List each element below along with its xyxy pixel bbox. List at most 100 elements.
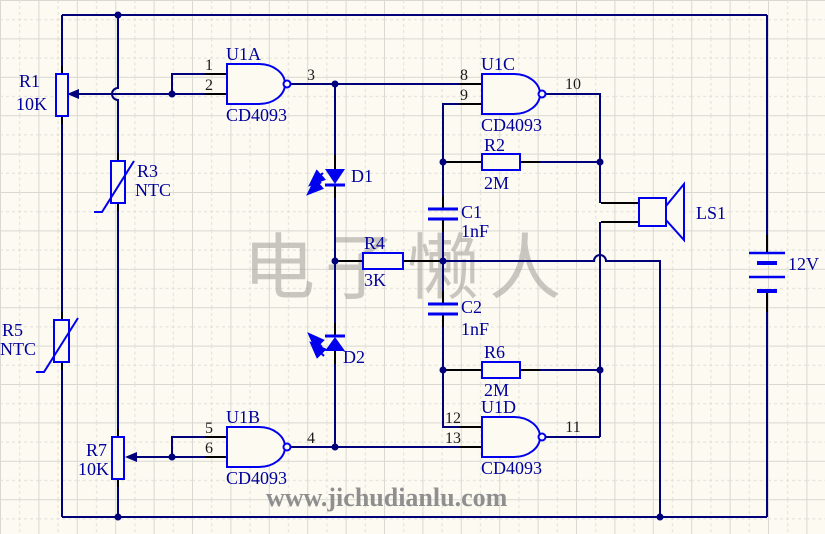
- watermark-site-url: www.jichudianlu.com: [266, 483, 508, 512]
- u1a-gate-body-icon: [226, 63, 286, 105]
- c1-plates: [428, 207, 458, 221]
- u1d-ref-label: U1D: [481, 397, 516, 417]
- pot-ntc-pin-stubs: [61, 66, 119, 487]
- r2-ref-label: R2: [484, 135, 505, 155]
- u1a-pin1-loop-wire: [171, 73, 205, 94]
- u1b-pin5-loop-wire: [171, 436, 205, 457]
- u1b-pin4-number: 4: [307, 430, 315, 447]
- r5-body: [53, 319, 70, 363]
- r6-ref-label: R6: [484, 342, 505, 362]
- u1b-ref-label: U1B: [226, 407, 260, 427]
- d1-ray2-icon: [306, 178, 325, 196]
- capacitor-c2: C2 1nF: [428, 297, 489, 339]
- c2-value-label: 1nF: [461, 319, 489, 339]
- u1a-pin3-number: 3: [307, 67, 315, 84]
- battery-value-label: 12V: [788, 254, 819, 274]
- battery-short-plates: [757, 261, 777, 293]
- u1c-pin9-number: 9: [460, 87, 468, 104]
- ls1-ref-label: LS1: [696, 203, 726, 223]
- battery-12v: 12V: [749, 251, 819, 293]
- gate-u1b: U1B CD4093 5 6 4: [205, 407, 315, 488]
- r1-value-label: 10K: [16, 94, 47, 114]
- u1a-pin2-number: 2: [205, 77, 213, 94]
- c1-value-label: 1nF: [461, 221, 489, 241]
- thermistor-r3: R3 NTC: [94, 160, 171, 213]
- r1-ref-label: R1: [19, 71, 40, 91]
- potentiometer-r1: R1 10K: [16, 71, 69, 117]
- u1a-invert-bubble-icon: [282, 79, 292, 89]
- u1c-part-label: CD4093: [481, 115, 542, 135]
- led-d1: D1: [306, 166, 373, 196]
- u1a-ref-label: U1A: [226, 44, 261, 64]
- resistor-r2: R2 2M: [481, 135, 521, 193]
- r3-ref-label: R3: [137, 161, 158, 181]
- c2-plates: [428, 302, 458, 316]
- r7-value-label: 10K: [78, 459, 109, 479]
- u1a-input-wires: [67, 73, 205, 99]
- r4-value-label: 3K: [364, 270, 386, 290]
- speaker-pin-stubs: [601, 202, 639, 223]
- u1c-invert-bubble-icon: [537, 89, 547, 99]
- u1d-pin13-number: 13: [445, 430, 461, 447]
- watermark-logo-text: 电子懒人: [243, 226, 571, 310]
- u1b-pin6-number: 6: [205, 440, 213, 457]
- thermistor-r5: R5 NTC: [0, 317, 79, 373]
- u1c-pin10-number: 10: [565, 76, 581, 93]
- c1-ref-label: C1: [461, 202, 482, 222]
- led-d2: D2: [307, 332, 365, 367]
- speaker-ls1: LS1: [638, 181, 726, 243]
- r7-body: [111, 436, 125, 480]
- u1a-pin1-number: 1: [205, 57, 213, 74]
- u1d-gate-body-icon: [481, 416, 541, 458]
- u1d-invert-bubble-icon: [537, 432, 547, 442]
- u1b-invert-bubble-icon: [282, 442, 292, 452]
- r6-body: [481, 361, 521, 379]
- r5-ntc-stroke-icon: [36, 317, 79, 373]
- ls1-horn-icon: [665, 181, 685, 243]
- u1c-pin8-number: 8: [460, 67, 468, 84]
- u1d-pin12-number: 12: [445, 410, 461, 427]
- net-pin10-wire: [546, 93, 601, 203]
- r3-value-label: NTC: [135, 180, 171, 200]
- d2-ray2-icon: [309, 341, 327, 359]
- r1-body: [55, 73, 69, 117]
- u1b-gate-body-icon: [226, 426, 286, 468]
- battery-long-plates: [749, 251, 785, 279]
- u1c-ref-label: U1C: [481, 54, 515, 74]
- d2-triangle: [325, 337, 345, 351]
- potentiometer-r7: R7 10K: [78, 436, 125, 480]
- r4-body: [362, 252, 404, 270]
- u1b-pin5-number: 5: [205, 420, 213, 437]
- r3-ntc-stroke-icon: [94, 160, 135, 213]
- d1-ref-label: D1: [351, 166, 373, 186]
- gate-u1d: U1D CD4093 12 13 11: [445, 397, 581, 478]
- pin-stubs: [61, 66, 768, 487]
- u1a-part-label: CD4093: [226, 105, 287, 125]
- r7-wiper-arrow-icon: [125, 452, 137, 462]
- r1-wiper-arrow-icon: [67, 89, 79, 99]
- r3-body: [110, 160, 126, 204]
- resistor-r4: R4 3K: [362, 233, 404, 290]
- gate-u1a: U1A CD4093 1 2 3: [205, 44, 315, 125]
- resistor-r6: R6 2M: [481, 342, 521, 400]
- gate-u1c: U1C CD4093 8 9 10: [460, 54, 581, 135]
- r4-ref-label: R4: [364, 233, 385, 253]
- r5-ref-label: R5: [2, 320, 23, 340]
- gate-pin-stubs: [205, 73, 482, 458]
- u1d-part-label: CD4093: [481, 458, 542, 478]
- power-rails: [61, 14, 768, 518]
- ls1-body: [638, 197, 667, 227]
- c2-ref-label: C2: [461, 297, 482, 317]
- r5-value-label: NTC: [0, 339, 36, 359]
- d1-triangle: [325, 169, 345, 184]
- r2-body: [481, 153, 521, 171]
- r2-value-label: 2M: [484, 173, 509, 193]
- r7-ref-label: R7: [86, 440, 107, 460]
- r6-value-label: 2M: [484, 380, 509, 400]
- capacitor-c1: C1 1nF: [428, 202, 489, 241]
- resistor-pin-stubs: [337, 161, 540, 371]
- d2-ref-label: D2: [343, 347, 365, 367]
- u1d-pin11-number: 11: [565, 419, 580, 436]
